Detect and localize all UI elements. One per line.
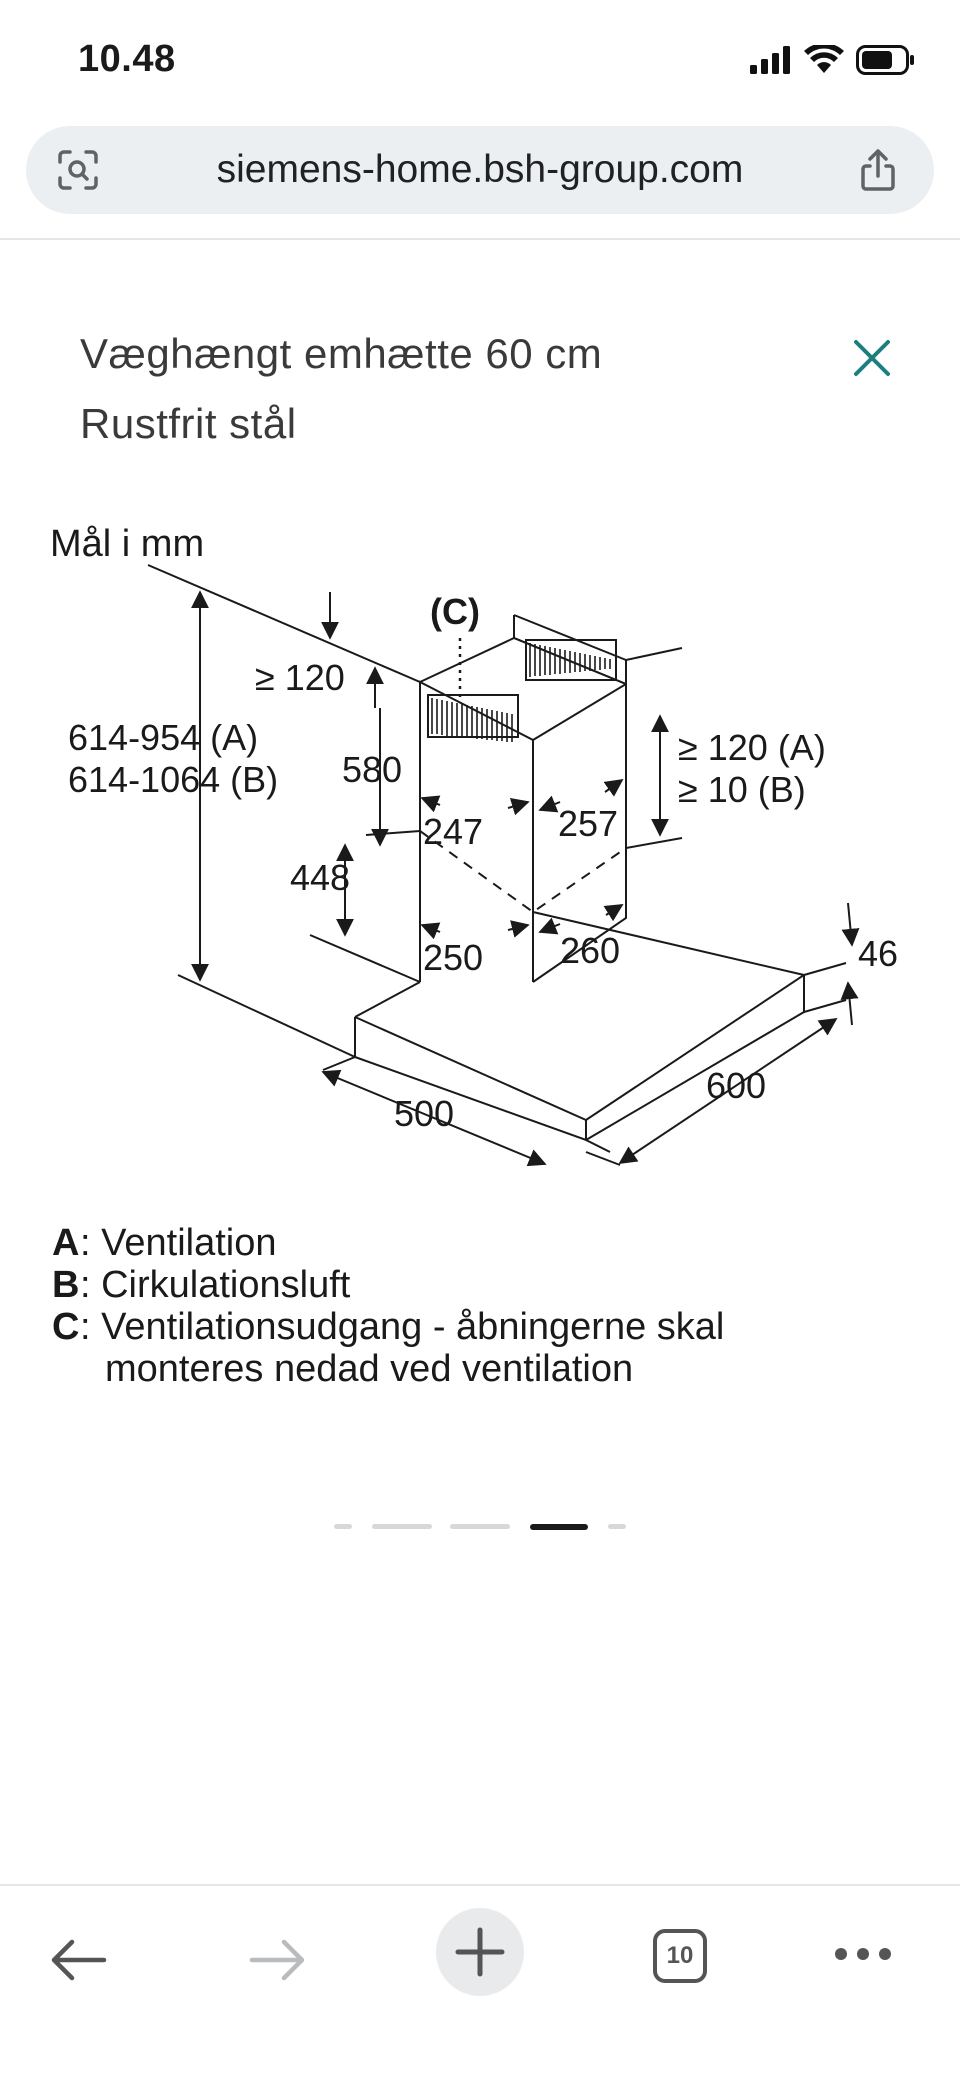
clock: 10.48 <box>78 38 176 80</box>
dim-600: 600 <box>706 1065 766 1106</box>
top-divider <box>0 238 960 240</box>
legend-continuation: monteres nedad ved ventilation <box>105 1348 634 1390</box>
wifi-icon <box>804 45 844 73</box>
tabs-button[interactable]: 10 <box>652 1928 708 1984</box>
page-dot[interactable] <box>334 1524 352 1529</box>
page-dot[interactable] <box>608 1524 626 1529</box>
dim-120-top: ≥ 120 <box>255 657 345 698</box>
dim-height-b: 614-1064 (B) <box>68 759 278 800</box>
carousel-page-indicator[interactable] <box>0 1524 960 1530</box>
legend-item: A: Ventilation <box>52 1222 724 1264</box>
units-label: Mål i mm <box>50 523 204 565</box>
legend-item: B: Cirkulationsluft <box>52 1264 724 1306</box>
tab-count: 10 <box>666 1942 694 1969</box>
label-c: (C) <box>430 591 480 632</box>
new-tab-button[interactable] <box>436 1908 524 1996</box>
forward-arrow-icon[interactable] <box>248 1936 308 1984</box>
dim-260: 260 <box>560 930 620 971</box>
dim-500: 500 <box>394 1093 454 1134</box>
tabs-icon <box>653 1929 707 1983</box>
page-dot[interactable] <box>450 1524 510 1529</box>
battery-icon <box>856 45 914 75</box>
legend-key: A <box>52 1222 80 1264</box>
back-arrow-icon[interactable] <box>48 1936 108 1984</box>
dim-247: 247 <box>423 811 483 852</box>
legend-item: C: Ventilationsudgang - åbningerne skal <box>52 1306 724 1348</box>
dim-250: 250 <box>423 937 483 978</box>
page-dot[interactable] <box>372 1524 432 1529</box>
address-bar[interactable]: siemens-home.bsh-group.com <box>26 126 934 214</box>
page-scan-icon[interactable] <box>54 146 102 194</box>
dim-257: 257 <box>558 803 618 844</box>
dimension-drawing: Mål i mm (C) ≥ 120 614-954 (A) 614-1064 … <box>50 523 898 1167</box>
share-icon[interactable] <box>854 146 902 194</box>
legend: A: Ventilation B: Cirkulationsluft C: Ve… <box>52 1222 724 1390</box>
legend-text: : Cirkulationsluft <box>80 1264 351 1306</box>
status-bar: 10.48 <box>0 0 960 120</box>
product-subtitle: Rustfrit stål <box>80 400 297 447</box>
page-dot-active[interactable] <box>530 1524 588 1530</box>
dim-height-a: 614-954 (A) <box>68 717 258 758</box>
dim-120-a: ≥ 120 (A) <box>678 727 826 768</box>
more-options-icon[interactable] <box>834 1942 892 1966</box>
status-icons <box>750 40 916 80</box>
legend-text: : Ventilationsudgang - åbningerne skal <box>80 1306 725 1348</box>
legend-text: : Ventilation <box>80 1222 277 1264</box>
dim-580: 580 <box>342 749 402 790</box>
toolbar-divider <box>0 1884 960 1886</box>
plus-icon <box>455 1927 505 1977</box>
product-title: Væghængt emhætte 60 cm <box>80 330 603 377</box>
close-icon[interactable] <box>848 334 896 382</box>
bottom-toolbar: 10 <box>0 1886 960 2078</box>
dim-448: 448 <box>290 857 350 898</box>
legend-key: B <box>52 1264 80 1306</box>
cellular-signal-icon <box>750 46 790 74</box>
dim-46: 46 <box>858 933 898 974</box>
legend-key: C <box>52 1306 80 1348</box>
dim-10-b: ≥ 10 (B) <box>678 769 806 810</box>
url-text[interactable]: siemens-home.bsh-group.com <box>216 148 744 191</box>
